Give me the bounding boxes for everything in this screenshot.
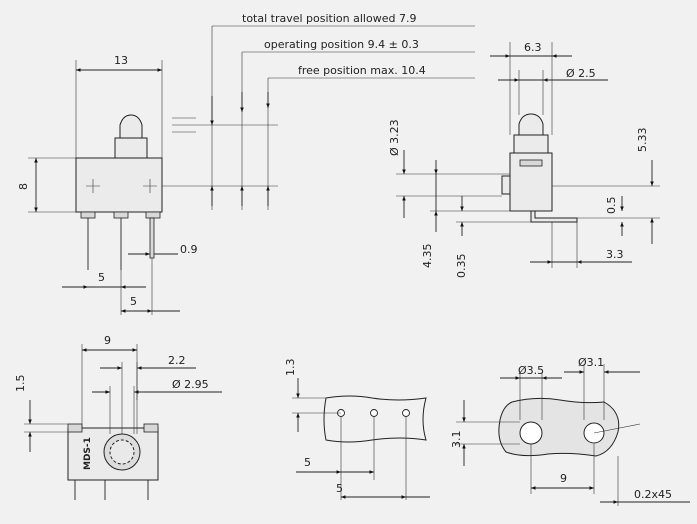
dim-0-35-label: 0.35 — [455, 254, 468, 279]
plate-height-label: 3.1 — [450, 431, 463, 449]
front-height-label: 8 — [17, 183, 30, 190]
plate-pitch-label: 9 — [560, 472, 567, 485]
side-width-label: 6.3 — [524, 41, 542, 54]
plate-chamfer-label: 0.2x45 — [634, 488, 672, 501]
pcb-pitch-b-label: 5 — [336, 482, 343, 495]
front-view: 13 8 0.9 5 5 total t — [17, 12, 475, 315]
pcb-pitch-a-label: 5 — [304, 456, 311, 469]
front-plunger-collar — [114, 137, 148, 159]
pcb-layout-view: 1.3 5 5 — [284, 359, 430, 500]
front-width-label: 13 — [114, 54, 128, 67]
plunger-diameter-label: Ø 2.5 — [566, 67, 596, 80]
bottom-offset-label: 2.2 — [168, 354, 186, 367]
plate-hole-a — [519, 421, 543, 445]
free-position-annotation: free position max. 10.4 — [298, 64, 426, 77]
device-marking: MDS-1 — [83, 437, 93, 470]
front-pitch-b-label: 5 — [130, 295, 137, 308]
dim-4-35-label: 4.35 — [421, 244, 434, 269]
side-plunger — [518, 113, 544, 136]
side-view: 6.3 Ø 2.5 Ø 3.23 5.33 4.35 0.35 0.5 — [388, 41, 660, 278]
total-travel-annotation: total travel position allowed 7.9 — [242, 12, 416, 25]
operating-position-annotation: operating position 9.4 ± 0.3 — [264, 38, 419, 51]
mounting-plate-view: Ø3.5 Ø3.1 3.1 9 0.2x45 — [450, 356, 690, 506]
front-pitch-a-label: 5 — [98, 271, 105, 284]
side-height-label: 5.33 — [636, 128, 649, 153]
bottom-pitch-label: 9 — [104, 334, 111, 347]
plate-hole-b-label: Ø3.1 — [578, 356, 604, 369]
plate-hole-a-label: Ø3.5 — [518, 364, 544, 377]
front-pin-offset-label: 0.9 — [180, 243, 198, 256]
dim-3-3-label: 3.3 — [606, 248, 624, 261]
front-housing — [75, 157, 163, 213]
bottom-edge-label: 1.5 — [14, 375, 27, 393]
bottom-hole-diameter-label: Ø 2.95 — [172, 378, 209, 391]
pcb-outline — [323, 395, 427, 443]
front-plunger — [119, 114, 143, 139]
body-diameter-label: Ø 3.23 — [388, 119, 401, 156]
dim-0-5-label: 0.5 — [605, 197, 618, 215]
bottom-view: MDS-1 9 2.2 Ø 2.95 1.5 — [14, 334, 222, 500]
pcb-edge-label: 1.3 — [284, 359, 297, 377]
